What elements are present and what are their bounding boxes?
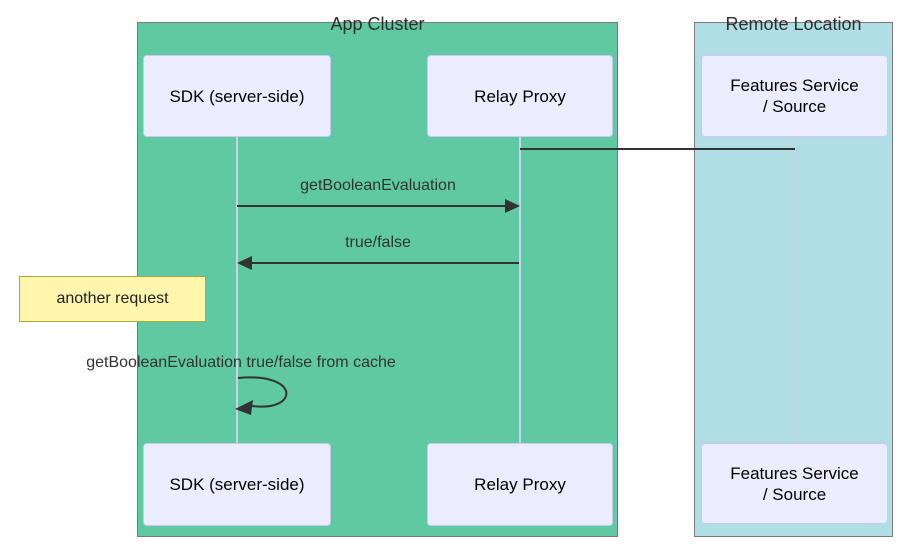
arrow-getBooleanEvaluation (237, 199, 520, 213)
message-label-cache-self: getBooleanEvaluation true/false from cac… (86, 354, 396, 371)
arrow-self-loop-cache (235, 376, 288, 415)
message-label-getBooleanEvaluation: getBooleanEvaluation (300, 177, 456, 194)
actor-features-top: Features Service / Source (701, 55, 888, 137)
actor-features-bottom: Features Service / Source (701, 443, 888, 524)
relay-features-connector-line (520, 148, 795, 150)
actor-relay-label: Relay Proxy (474, 475, 566, 494)
actor-features-label-line2: / Source (762, 97, 827, 116)
cluster-app-title: App Cluster (330, 14, 425, 34)
arrowhead-right-icon (505, 199, 520, 213)
cluster-remote-title: Remote Location (725, 14, 862, 34)
actor-relay-bottom: Relay Proxy (427, 443, 613, 526)
actor-sdk-bottom: SDK (server-side) (143, 443, 331, 526)
arrow-true-false (237, 256, 519, 270)
arrowhead-self-icon (235, 400, 253, 415)
actor-sdk-label: SDK (server-side) (169, 86, 305, 106)
actor-features-label-line1: Features Service (730, 76, 859, 95)
note-another-request: another request (19, 276, 206, 322)
lifeline-relay (519, 137, 521, 443)
arrowhead-left-icon (237, 256, 252, 270)
lifeline-features (794, 137, 796, 443)
message-label-true-false: true/false (345, 234, 411, 251)
actor-features-label-line2: / Source (762, 484, 827, 504)
actor-relay-label: Relay Proxy (474, 86, 566, 106)
actor-relay-top: Relay Proxy (427, 55, 613, 137)
actor-sdk-label: SDK (server-side) (169, 475, 305, 494)
actor-features-label-line1: Features Service (730, 463, 859, 483)
actor-sdk-top: SDK (server-side) (143, 55, 331, 137)
lifeline-sdk (236, 137, 238, 443)
note-label: another request (56, 290, 169, 307)
